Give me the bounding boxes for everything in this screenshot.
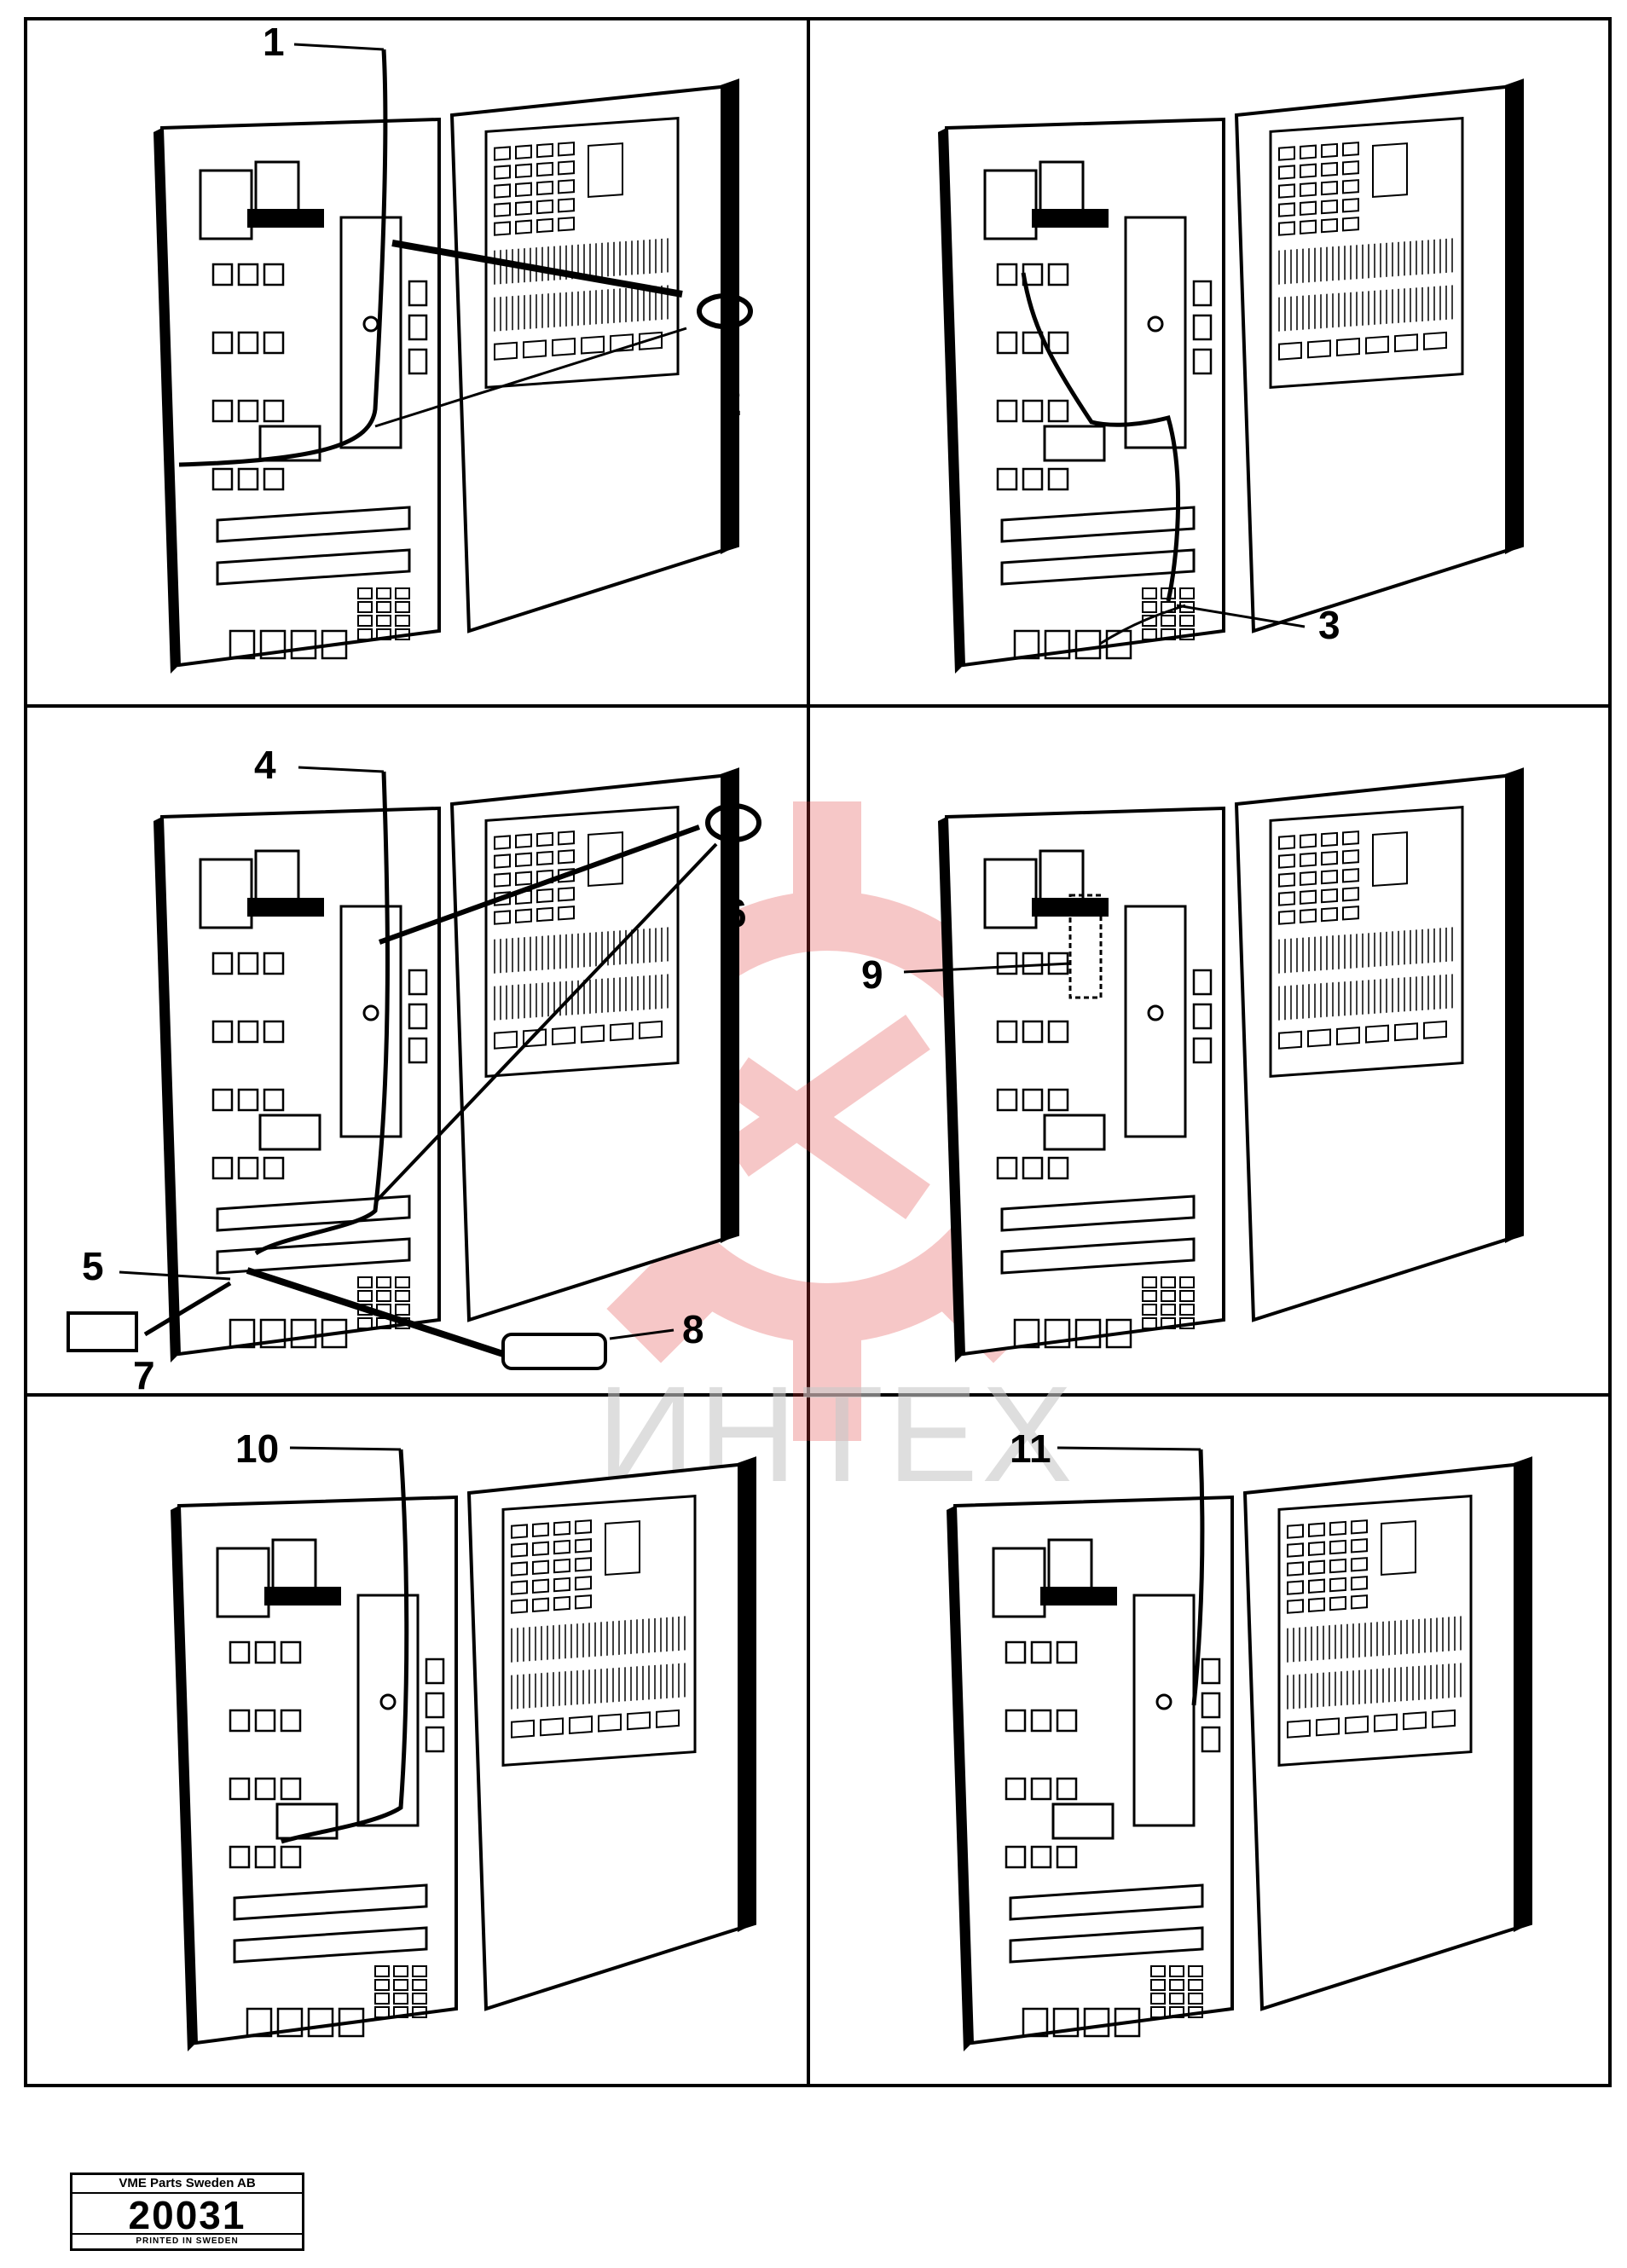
callout-1: 1 bbox=[263, 20, 285, 64]
callout-9: 9 bbox=[861, 952, 883, 997]
cabinet-2 bbox=[938, 78, 1524, 674]
vertical-divider bbox=[807, 17, 810, 2087]
cabinet-4 bbox=[938, 767, 1524, 1363]
drawing-number: 20031 bbox=[128, 2193, 246, 2237]
callout-10: 10 bbox=[235, 1426, 280, 1471]
horizontal-divider-1 bbox=[24, 704, 1612, 708]
diagram-frame bbox=[24, 17, 1612, 2087]
callout-8: 8 bbox=[682, 1307, 704, 1351]
callout-2: 2 bbox=[720, 379, 742, 424]
horizontal-divider-2 bbox=[24, 1393, 1612, 1397]
stamp-printed-in: PRINTED IN SWEDEN bbox=[72, 2233, 302, 2248]
stamp-company: VME Parts Sweden AB bbox=[72, 2175, 302, 2194]
cabinet-3 bbox=[153, 767, 739, 1363]
callout-4: 4 bbox=[254, 743, 276, 787]
callout-3: 3 bbox=[1318, 603, 1340, 647]
cabinet-1 bbox=[153, 78, 739, 674]
callout-7: 7 bbox=[133, 1353, 155, 1397]
document-stamp: VME Parts Sweden AB 20031 PRINTED IN SWE… bbox=[70, 2173, 304, 2251]
callout-11: 11 bbox=[1010, 1426, 1051, 1471]
callout-6: 6 bbox=[725, 891, 747, 935]
cabinet-6 bbox=[947, 1456, 1532, 2051]
callout-5: 5 bbox=[82, 1244, 104, 1288]
cabinet-5 bbox=[171, 1456, 756, 2051]
